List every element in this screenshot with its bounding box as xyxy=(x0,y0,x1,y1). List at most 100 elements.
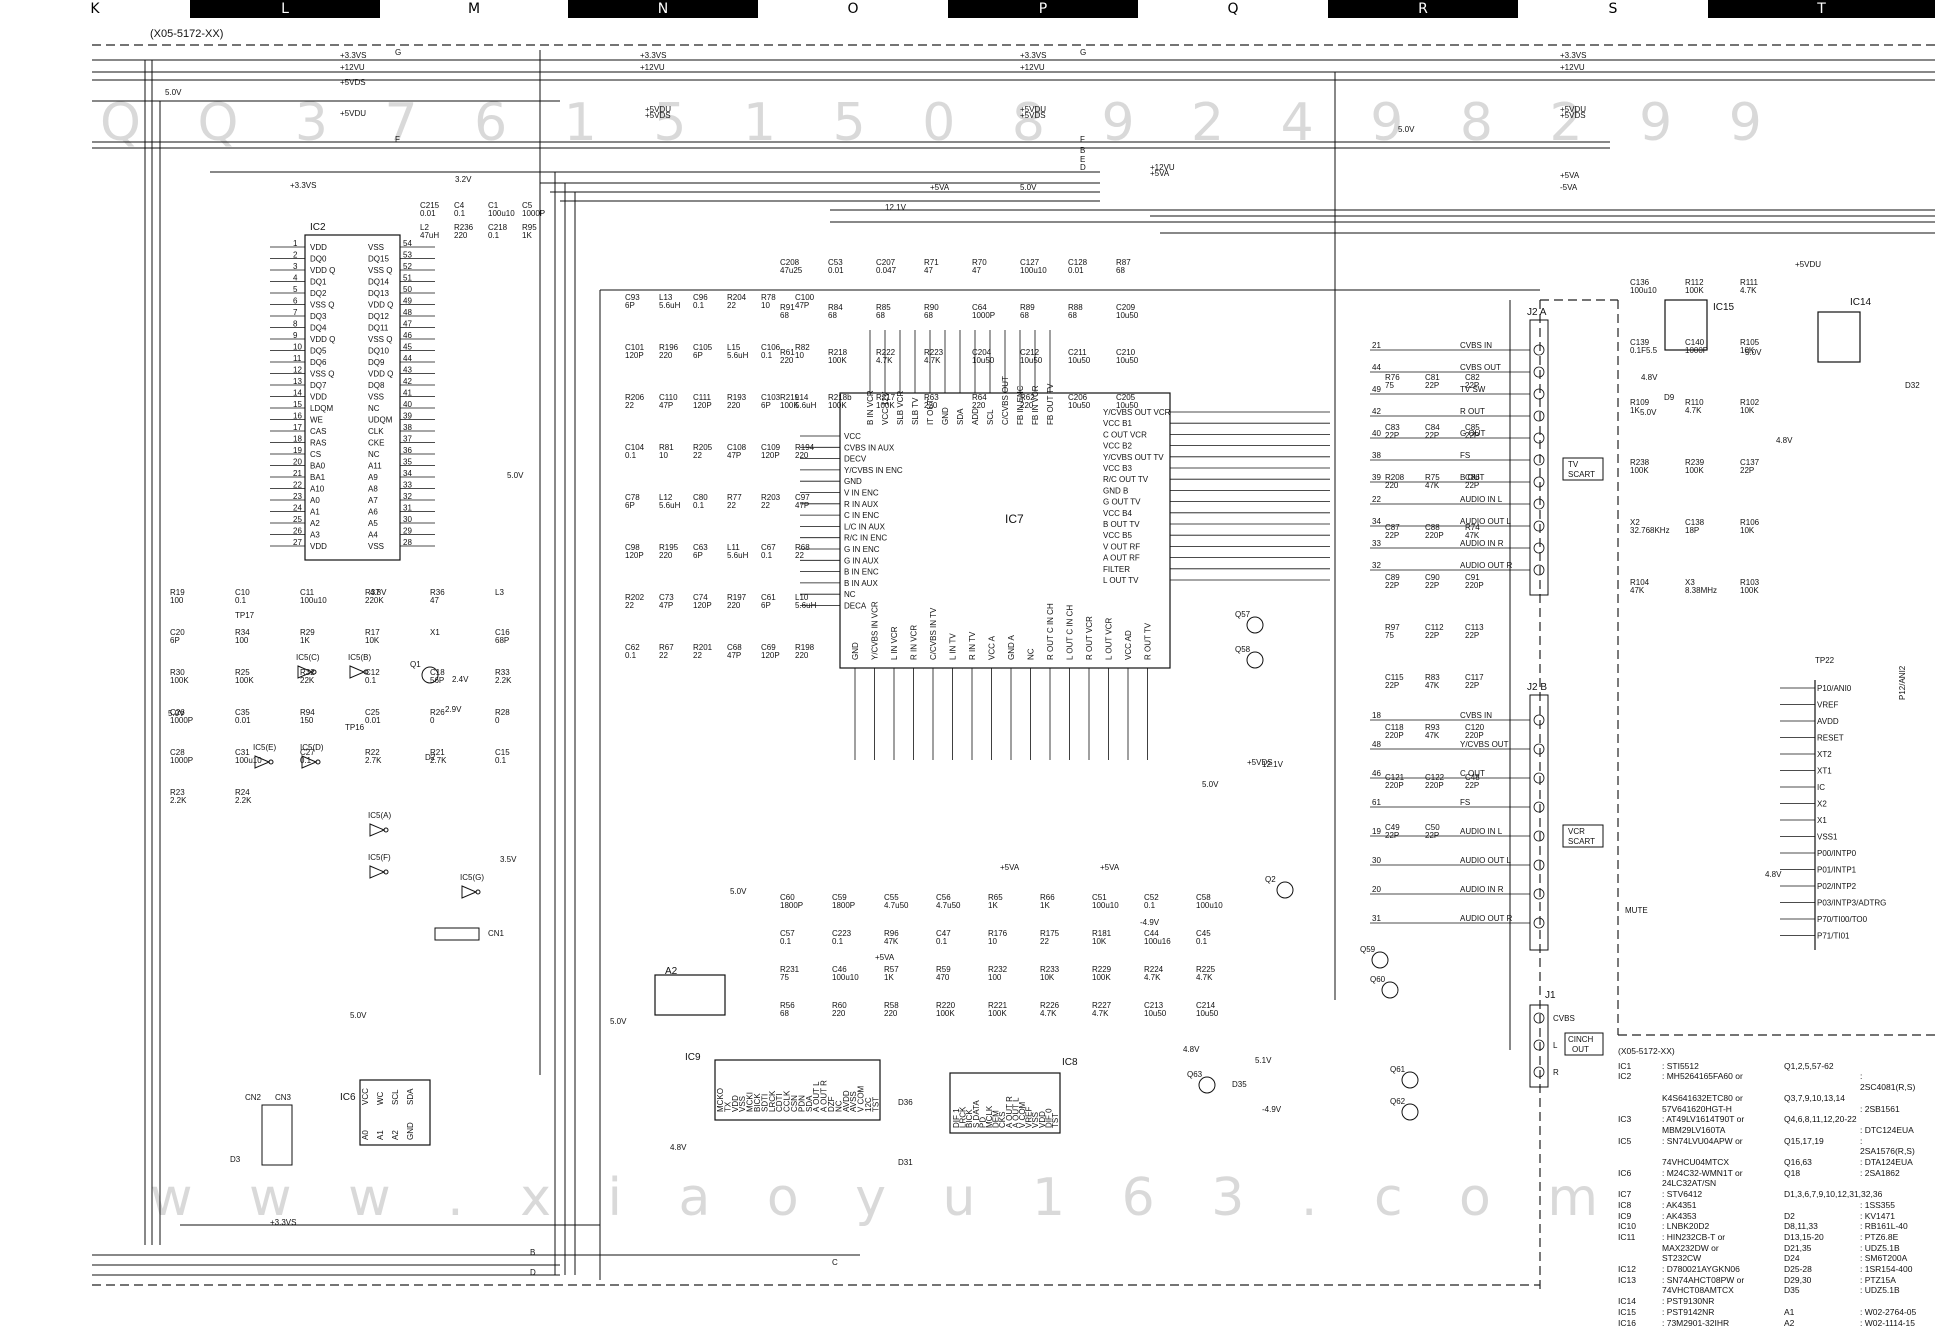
component-ref: C104 xyxy=(625,443,645,452)
ic2-pin: DQ6 xyxy=(310,358,327,367)
j2b-pin-label: AUDIO OUT L xyxy=(1460,856,1512,865)
ic8-pin: DIF 1 xyxy=(952,1108,961,1128)
component-ref: C10 xyxy=(235,588,250,597)
component-ref: R218 xyxy=(828,348,848,357)
component-ref: R17 xyxy=(365,628,380,637)
ic2-pin: CS xyxy=(310,450,321,459)
component-ref: R110 xyxy=(1685,398,1704,407)
ic2-pin-number: 4 xyxy=(293,274,298,283)
component-ref: C86 xyxy=(1465,473,1480,482)
notes-cell: IC6 xyxy=(1618,1167,1632,1178)
ic2-pin: CAS xyxy=(310,427,326,436)
component-ref: C73 xyxy=(659,593,674,602)
bus-label: F xyxy=(395,135,400,144)
notes-cell: Q1,2,5,57-62 xyxy=(1784,1060,1834,1071)
ic7-pin: VCC B3 xyxy=(1103,464,1132,473)
component-value: 5.6uH xyxy=(795,601,817,610)
component-ref: R102 xyxy=(1740,398,1760,407)
component-value: 0.01 xyxy=(420,209,436,218)
ic7-label: IC7 xyxy=(1005,512,1024,526)
component-value: 4.7u50 xyxy=(884,901,909,910)
ic2-pin-number: 2 xyxy=(293,251,298,260)
notes-cell: ST232CW xyxy=(1662,1253,1702,1264)
transistor-label: Q62 xyxy=(1390,1097,1406,1106)
ic6-pin: GND xyxy=(406,1122,415,1140)
component-ref: C52 xyxy=(1144,893,1159,902)
component-value: 10K xyxy=(1092,937,1107,946)
notes-cell: : UDZ5.1B xyxy=(1860,1285,1900,1296)
j2b-net: 20 xyxy=(1372,885,1381,894)
component-ref: C90 xyxy=(1425,573,1440,582)
component-value: 0.1 xyxy=(235,596,247,605)
notes-cell: : 2SA1862 xyxy=(1860,1167,1900,1178)
notes-row: 24LC32AT/SN xyxy=(1618,1178,1918,1189)
watermark-top: Q Q 3 7 6 1 5 1 5 0 8 9 2 4 9 8 2 9 9 xyxy=(100,93,1782,153)
j2a-pin-label: R OUT xyxy=(1460,407,1485,416)
notes-cell: : M24C32-WMN1T or xyxy=(1662,1167,1743,1178)
component-value: 220 xyxy=(972,401,986,410)
component-value: 47P xyxy=(659,601,673,610)
notes-cell: D8,11,33 xyxy=(1784,1221,1818,1232)
bus-label: +3.3VS xyxy=(1560,51,1586,60)
ic2-pin: DQ0 xyxy=(310,255,327,264)
notes-cell: IC14 xyxy=(1618,1296,1636,1307)
component-value: 220P xyxy=(1385,731,1404,740)
component-ref: C140 xyxy=(1685,338,1705,347)
component-ref: C88 xyxy=(1425,523,1440,532)
bus-label: +5VDU xyxy=(340,109,366,118)
component-ref: C112 xyxy=(1425,623,1444,632)
component-value: 100K xyxy=(780,401,799,410)
svg-text:TV: TV xyxy=(1568,460,1579,469)
component-value: 4.7K xyxy=(1196,973,1213,982)
j2a-pin-label: FS xyxy=(1460,451,1470,460)
ic2-pin: BA0 xyxy=(310,462,326,471)
component-ref: C84 xyxy=(1425,423,1440,432)
notes-cell: : KV1471 xyxy=(1860,1210,1895,1221)
bus-label: 4.8V xyxy=(1776,436,1793,445)
svg-text:OUT: OUT xyxy=(1572,1045,1589,1054)
ic2-pin: VSS Q xyxy=(368,266,392,275)
notes-row: IC2: MH5264165FA60 or: 2SC4081(R,S) xyxy=(1618,1071,1918,1092)
ic7-pin: R OUT VCR xyxy=(1085,616,1094,660)
component-value: 220 xyxy=(795,651,809,660)
bus-label: D xyxy=(1080,163,1086,172)
notes-cell xyxy=(1860,1114,1918,1125)
component-ref: C109 xyxy=(761,443,781,452)
ic2-pin: LDQM xyxy=(310,404,333,413)
component-ref: R208 xyxy=(1385,473,1405,482)
notes-cell: IC11 xyxy=(1618,1231,1636,1242)
component-value: 4.7K xyxy=(1144,973,1161,982)
component-ref: C58 xyxy=(1196,893,1211,902)
component-value: 0.01 xyxy=(235,716,251,725)
notes-cell: MBM29LV160TA xyxy=(1662,1124,1726,1135)
component-ref: C60 xyxy=(780,893,795,902)
ic16-pin: P02/INTP2 xyxy=(1817,882,1857,891)
ic2-pin-number: 13 xyxy=(293,377,302,386)
ic2-pin: RAS xyxy=(310,439,326,448)
ic2-pin: A0 xyxy=(310,496,320,505)
bus-label: 3.2V xyxy=(455,175,472,184)
component-value: 10 xyxy=(761,301,770,310)
component-value: 22 xyxy=(761,501,770,510)
ic2-pin: CKE xyxy=(368,439,384,448)
ic7-pin: VCC AD xyxy=(1124,630,1133,660)
component-value: 68 xyxy=(1116,266,1125,275)
component-value: 100K xyxy=(1630,466,1649,475)
bus-label: G xyxy=(1080,48,1086,57)
component-ref: R25 xyxy=(235,668,250,677)
component-value: 10K xyxy=(1040,973,1055,982)
component-value: 0.1 xyxy=(693,301,705,310)
notes-cell xyxy=(1784,1178,1860,1189)
component-ref: R93 xyxy=(1425,723,1440,732)
component-value: 6P xyxy=(625,301,635,310)
notes-cell xyxy=(1784,1125,1860,1136)
component-ref: C121 xyxy=(1385,773,1405,782)
notes-cell: A2 xyxy=(1784,1317,1795,1328)
ic2-pin-number: 23 xyxy=(293,492,302,501)
component-value: 22P xyxy=(1425,831,1439,840)
component-ref: C47 xyxy=(936,929,951,938)
component-ref: R81 xyxy=(659,443,674,452)
j2b-net: 19 xyxy=(1372,827,1381,836)
component-value: 47 xyxy=(430,596,439,605)
